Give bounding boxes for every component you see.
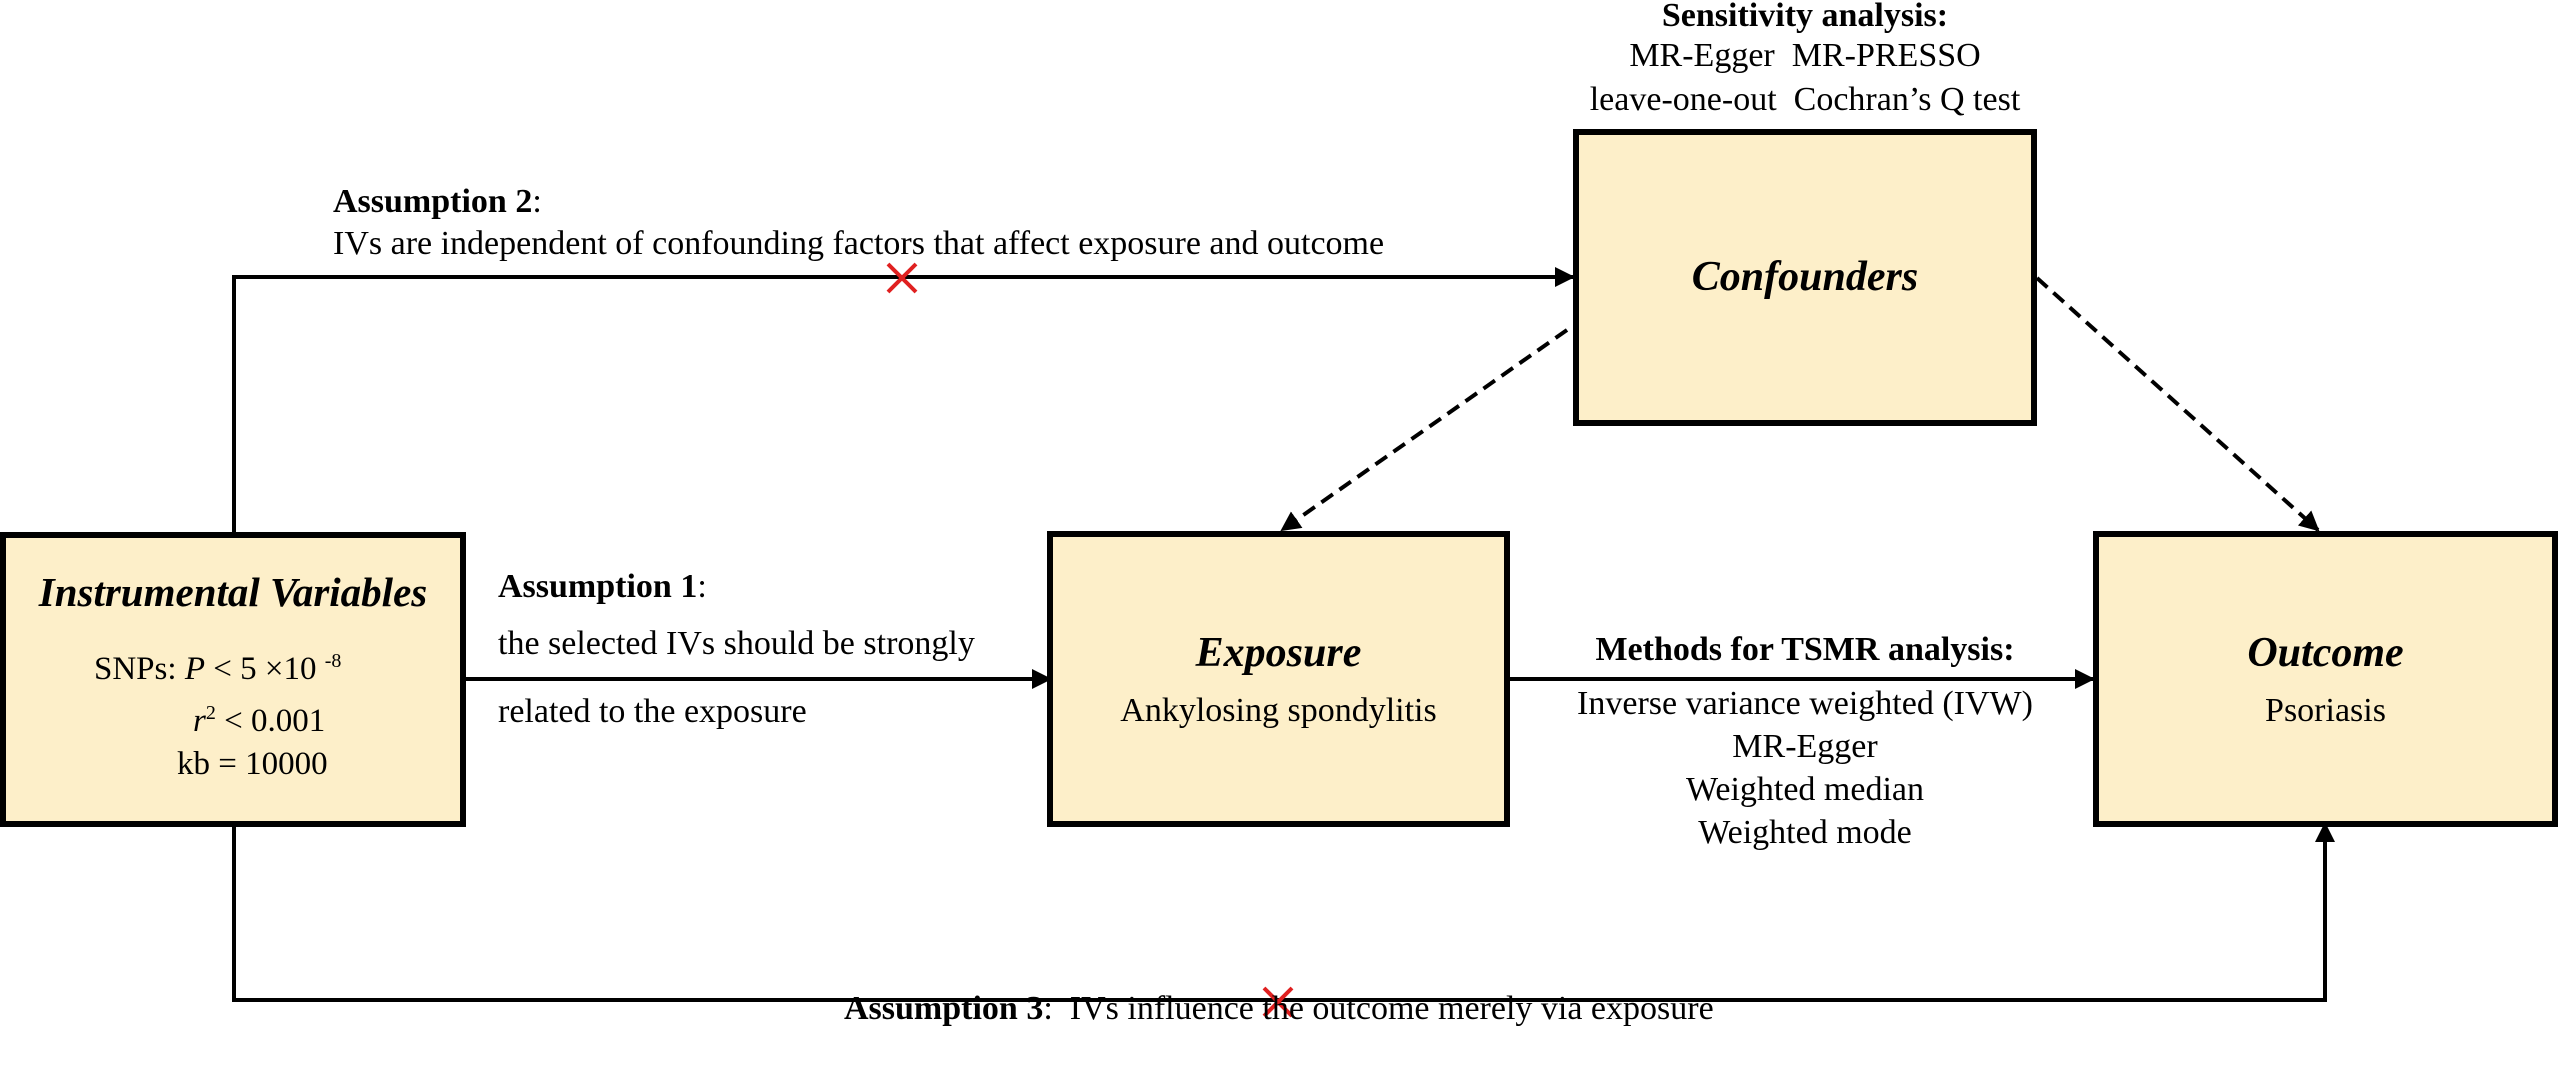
- confounders-box: Confounders: [1573, 129, 2037, 426]
- confounder-outcome-dashed-arrow: [2035, 276, 2320, 532]
- iv-title: Instrumental Variables: [38, 569, 428, 615]
- methods-item-mr-egger: MR-Egger: [1732, 728, 1878, 765]
- sensitivity-row1: MR-Egger MR-PRESSO: [1629, 37, 1981, 74]
- confounder-exposure-dashed-arrow: [1280, 328, 1569, 532]
- snp-label: SNPs:: [94, 651, 185, 687]
- assumption2-colon: :: [532, 183, 542, 220]
- p-exponent: -8: [324, 650, 342, 672]
- connector-layer: [232, 262, 2335, 1018]
- r-symbol: r: [193, 703, 206, 739]
- sensitivity-heading: Sensitivity analysis:: [1661, 0, 1949, 34]
- exposure-title: Exposure: [1195, 629, 1362, 676]
- snp-kb-window: kb = 10000: [177, 746, 328, 782]
- snp-p-threshold: SNPs: P < 5 ×10 -8: [94, 650, 341, 688]
- outcome-title: Outcome: [2247, 629, 2404, 676]
- assumption2-title: Assumption 2: [333, 183, 533, 220]
- assumption3-title: Assumption 3: [844, 990, 1044, 1028]
- assumption2-label: Assumption 2:: [333, 180, 542, 224]
- instrumental-variables-box: Instrumental Variables: [0, 532, 466, 827]
- outcome-subtitle: Psoriasis: [2265, 692, 2386, 730]
- methods-heading: Methods for TSMR analysis:: [1595, 631, 2015, 668]
- exposure-box: Exposure Ankylosing spondylitis: [1047, 531, 1510, 827]
- assumption1-label: Assumption 1:: [498, 565, 707, 609]
- sensitivity-row2: leave-one-out Cochran’s Q test: [1589, 81, 2021, 118]
- methods-item-weighted-median: Weighted median: [1685, 771, 1925, 808]
- assumption2-text: IVs are independent of confounding facto…: [333, 225, 1385, 262]
- p-symbol: P: [184, 651, 205, 687]
- assumption3-cross-icon: [1262, 986, 1294, 1018]
- assumption1-line1: the selected IVs should be strongly: [498, 625, 975, 662]
- snp-r2-threshold: r2 < 0.001: [193, 702, 325, 740]
- assumption2-connector: [232, 267, 1575, 532]
- exposure-subtitle: Ankylosing spondylitis: [1120, 692, 1437, 730]
- assumption1-colon: :: [697, 568, 707, 605]
- r-expression: < 0.001: [215, 703, 326, 739]
- p-expression: < 5 ×10: [204, 651, 325, 687]
- assumption1-title: Assumption 1: [498, 568, 698, 605]
- methods-item-ivw: Inverse variance weighted (IVW): [1577, 685, 2033, 722]
- assumption3-text: : IVs influence the outcome merely via e…: [1043, 990, 1714, 1028]
- assumption1-line2: related to the exposure: [498, 693, 807, 730]
- assumption2-cross-icon: [886, 262, 918, 294]
- confounders-title: Confounders: [1691, 254, 1919, 301]
- r-exponent: 2: [205, 702, 216, 724]
- mr-study-design-diagram: Sensitivity analysis: MR-Egger MR-PRESSO…: [0, 0, 2558, 1027]
- assumption3-label: Assumption 3: IVs influence the outcome …: [810, 943, 1714, 1076]
- outcome-box: Outcome Psoriasis: [2093, 531, 2558, 827]
- methods-item-weighted-mode: Weighted mode: [1698, 814, 1912, 851]
